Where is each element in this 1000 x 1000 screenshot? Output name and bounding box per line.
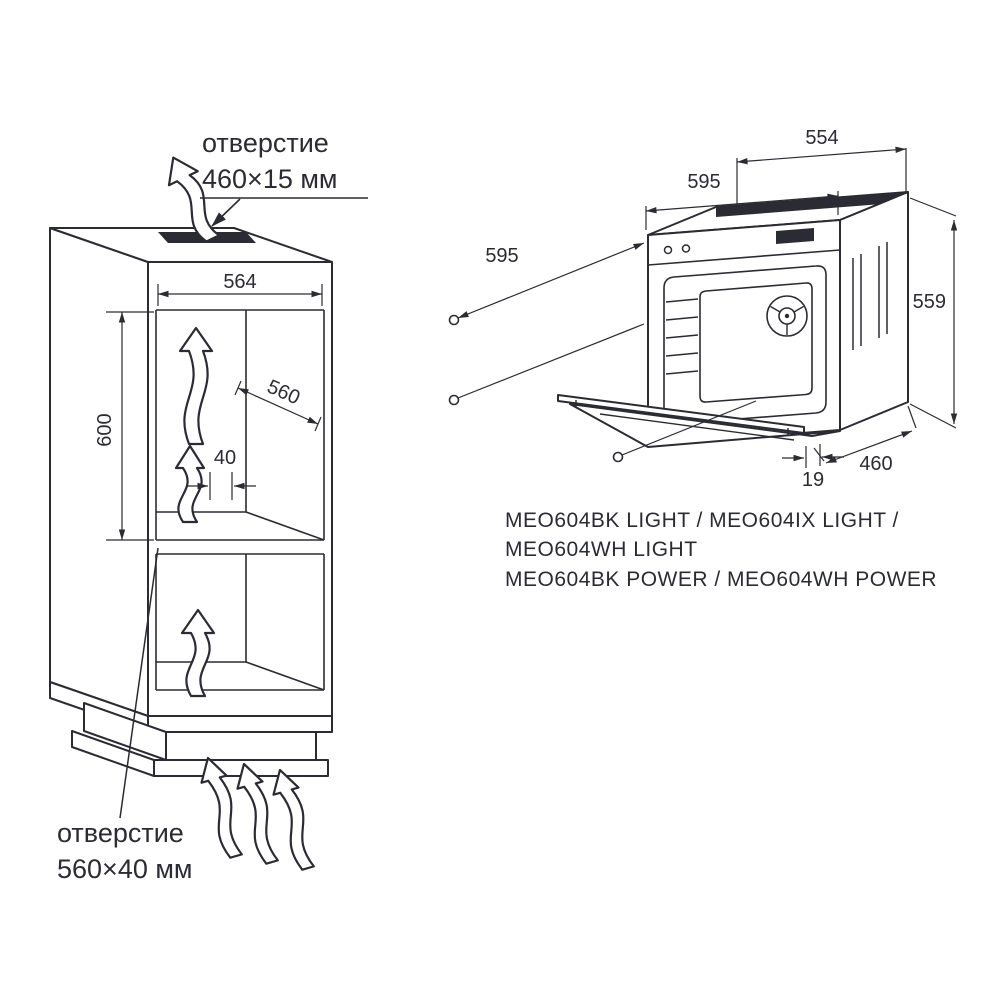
niche-interior-lines xyxy=(155,309,325,691)
bottom-opening-label-line2: 560×40 мм xyxy=(57,854,192,884)
cabinet-drawing: 564 600 560 40 отверстие 460×15 мм xyxy=(49,128,368,884)
oven-right-side-panel xyxy=(839,191,909,431)
oven-control-panel xyxy=(647,228,841,266)
oven-fan xyxy=(766,295,808,337)
dim-oven-top-width: 595 xyxy=(645,171,839,230)
cabinet-front-face xyxy=(147,261,333,717)
dim-oven-front-width: 595 xyxy=(457,242,645,319)
bottom-opening-label-line1: отверстие xyxy=(57,818,184,848)
airflow-arrow-top-exit xyxy=(167,156,221,243)
airflow-arrow-bottom-2 xyxy=(236,762,279,865)
dim-niche-width: 564 xyxy=(157,271,323,306)
dim-label-564: 564 xyxy=(223,271,256,293)
mounting-hole-marker-3 xyxy=(612,451,624,463)
model-line-1: MEO604BK LIGHT / MEO604IX LIGHT / xyxy=(505,509,899,532)
oven-door-handle xyxy=(557,394,805,434)
dim-label-40: 40 xyxy=(214,447,236,469)
top-opening-callout: отверстие 460×15 мм xyxy=(200,128,368,227)
airflow-arrow-lower xyxy=(180,608,216,698)
dim-vent-gap: 40 xyxy=(186,447,256,500)
dim-label-554: 554 xyxy=(805,127,838,149)
model-line-2: MEO604WH LIGHT xyxy=(505,538,698,561)
airflow-arrow-through-gap xyxy=(174,444,206,524)
side-vent-slots xyxy=(852,242,888,350)
model-names: MEO604BK LIGHT / MEO604IX LIGHT / MEO604… xyxy=(505,509,937,591)
dim-label-595-top: 595 xyxy=(687,171,720,193)
top-opening-label-line2: 460×15 мм xyxy=(202,164,337,194)
mounting-hole-callouts xyxy=(448,314,757,463)
dim-label-559: 559 xyxy=(913,291,946,313)
dim-label-19: 19 xyxy=(802,469,824,491)
bottom-opening-callout: отверстие 560×40 мм xyxy=(57,547,192,884)
oven-rack-guides xyxy=(665,298,699,375)
airflow-arrow-bottom-3 xyxy=(272,768,315,871)
mounting-hole-marker-1 xyxy=(448,314,460,326)
airflow-arrow-bottom-1 xyxy=(200,756,243,859)
airflow-arrow-upper xyxy=(178,326,214,446)
cabinet-left-side-panel xyxy=(49,227,149,717)
dim-label-600: 600 xyxy=(94,413,116,446)
dim-oven-height: 559 xyxy=(909,197,958,429)
dim-niche-height: 600 xyxy=(94,311,154,541)
mounting-hole-marker-2 xyxy=(448,394,460,406)
cabinet-plinth xyxy=(49,681,333,777)
dim-label-595-left: 595 xyxy=(485,245,518,267)
oven-display xyxy=(776,228,814,244)
oven-drawing: 554 595 595 559 19 4 xyxy=(448,127,958,491)
model-line-3: MEO604BK POWER / MEO604WH POWER xyxy=(505,568,937,591)
top-opening-label-line1: отверстие xyxy=(202,128,329,158)
oven-cavity xyxy=(663,265,827,425)
dim-door-depth: 460 xyxy=(813,405,917,475)
oven-knob-2 xyxy=(681,244,691,253)
oven-knob-1 xyxy=(663,245,673,255)
dim-door-offset: 19 xyxy=(782,444,844,491)
dim-label-460: 460 xyxy=(859,453,892,475)
